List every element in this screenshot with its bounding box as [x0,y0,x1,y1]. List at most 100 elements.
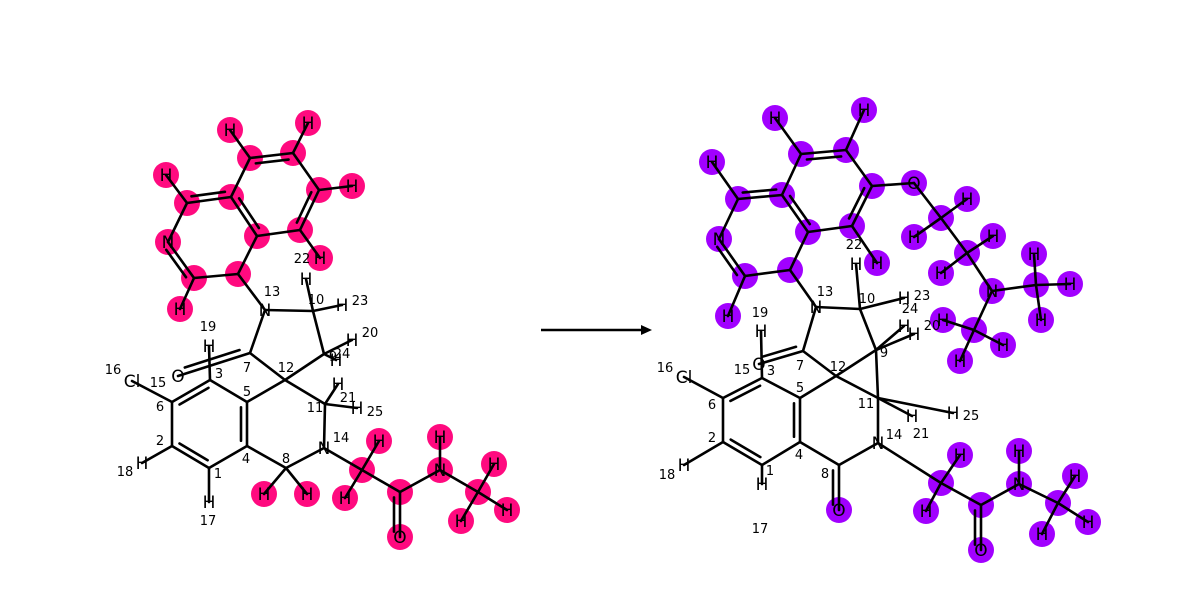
index-1: 1 [214,467,222,482]
index-p-10: 10 [859,292,876,307]
atom-n_am: N [434,461,447,481]
bond-double [805,155,843,161]
bond [438,468,480,494]
bond [185,195,233,205]
atom-h_am1a: H [954,446,967,466]
atom-n_py: N [162,233,175,253]
bond-double [237,197,261,230]
bond [236,234,259,276]
bond-double [254,158,290,165]
index-7: 7 [243,361,251,376]
bond [164,173,189,205]
bond [682,375,725,400]
index-p-11: 11 [858,397,875,412]
atom-h21: H [332,375,345,395]
bond [476,490,509,512]
bond [208,378,249,404]
bond [788,268,818,309]
bond [1034,283,1043,322]
bond [1040,501,1060,536]
bond [717,237,747,278]
atom-h_m2b: H [997,336,1010,356]
bond [939,481,983,507]
bond [248,351,287,382]
atom-h_me1: H [1069,467,1082,487]
bond [736,193,784,201]
atom-o7: O [171,367,184,387]
bond-double [164,248,188,279]
bond-double [715,245,739,277]
bond [757,349,805,366]
bond [834,348,878,378]
bond [870,181,916,188]
bond [780,193,810,234]
bond [958,328,976,363]
bond [717,197,740,241]
index-8: 8 [282,452,290,467]
index-22: 22 [294,252,311,267]
atom-n14: N [318,439,331,459]
bond [207,444,249,470]
bond [874,332,916,352]
atom-h_me1: H [488,455,501,475]
atom-h20: H [898,317,911,337]
bond [760,376,802,400]
atom-o8: O [832,501,845,521]
atom-h_ring_top_r: H [302,114,315,134]
index-5: 5 [243,385,251,400]
index-12: 12 [278,361,295,376]
bond [834,374,880,400]
index-p-25: 25 [963,409,980,424]
index-p-7: 7 [796,359,804,374]
atom-h18: H [136,454,149,474]
bond [760,440,802,467]
atom-h_t2: H [858,101,871,121]
bond [323,382,340,406]
index-p-2: 2 [708,431,716,446]
bond [1017,482,1060,505]
atom-h_22: H [314,249,327,269]
bond-double [788,194,812,226]
index-13: 13 [264,285,281,300]
index-p-23: 23 [914,289,931,304]
bond [721,376,764,400]
bond [972,328,1005,347]
bond [837,441,880,467]
atom-h_nam: H [1013,442,1026,462]
index-p-19: 19 [752,306,769,321]
index-p-12: 12 [830,360,847,375]
bond [798,440,841,467]
bond-double [729,438,762,459]
bond [979,482,1021,507]
bond [759,329,764,380]
atom-h_l: H [706,153,719,173]
bond [298,188,321,232]
bond [322,446,364,472]
bond [844,148,874,188]
bond-double [183,348,241,369]
atom-h_e1b: H [908,228,921,248]
atom-cl15: Cl [124,372,141,392]
bond [854,262,862,311]
atom-h23: H [898,289,911,309]
bond [965,234,995,255]
atom-h_b_r: H [346,177,359,197]
bond [245,444,288,470]
bond [322,352,338,362]
bond [207,344,212,382]
bond [858,296,906,311]
index-20: 20 [362,326,379,341]
bond [343,468,364,500]
bond [941,318,976,332]
atom-h_m2c: H [954,352,967,372]
bond [876,441,943,485]
bond [814,305,862,311]
bond [801,349,838,378]
bond [360,468,402,494]
bond [806,224,854,234]
bond [284,446,326,470]
bond [317,184,354,192]
bond [682,440,725,467]
bond [360,439,381,472]
